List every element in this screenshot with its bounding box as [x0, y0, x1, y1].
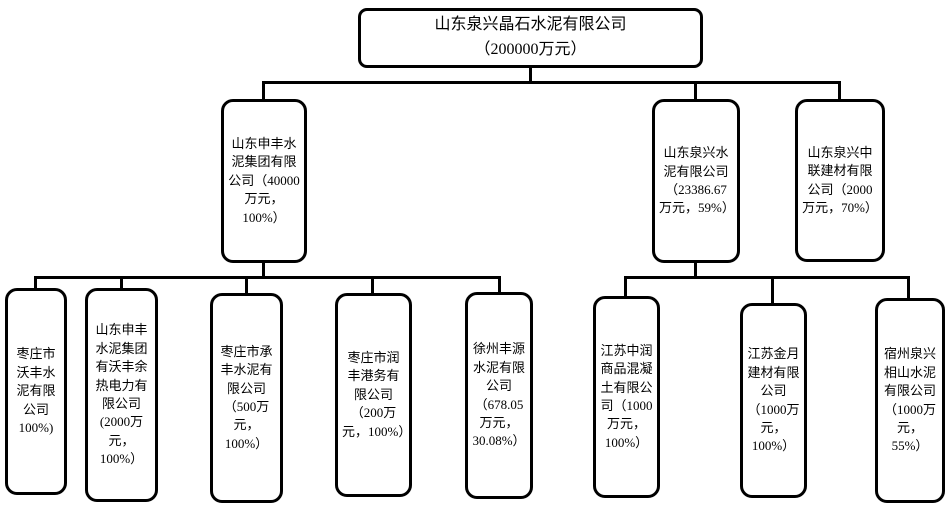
node-shenfeng-cement-group: 山东申丰水泥集团有限公司（40000万元，100%） [221, 99, 307, 263]
connector-root-stub [529, 66, 532, 83]
connector-shenfeng-stub [262, 261, 265, 278]
company-label: 江苏金月建材有限公司（1000万元，100%） [747, 346, 800, 454]
node-zhongrun-concrete: 江苏中润商品混凝土有限公司（1000万元，100%） [593, 296, 660, 498]
connector-drop-shenfeng [262, 81, 265, 101]
connector-quanxing-stub [694, 261, 697, 278]
connector-level2-bus [262, 81, 840, 84]
connector-drop-runfeng [371, 276, 374, 295]
connector-drop-zhonglian [838, 81, 841, 101]
connector-right-bus [624, 276, 910, 279]
connector-drop-jinyue [771, 276, 774, 305]
company-label: 枣庄市润丰港务有限公司（200万元，100%） [342, 349, 412, 439]
connector-drop-wofeng [34, 276, 37, 290]
node-jinyue-materials: 江苏金月建材有限公司（1000万元，100%） [740, 303, 807, 498]
company-label: 江苏中润商品混凝土有限公司（1000万元，100%） [600, 342, 653, 450]
connector-drop-zhongrun [624, 276, 627, 298]
node-chengfeng-cement: 枣庄市承丰水泥有限公司（500万元，100%） [210, 293, 283, 503]
node-root-quanxing-jingshi-cement: 山东泉兴晶石水泥有限公司 （200000万元） [358, 8, 703, 68]
company-label: 山东申丰水泥集团有限公司（40000万元，100%） [228, 135, 300, 225]
company-name: 山东泉兴晶石水泥有限公司 [434, 16, 627, 34]
connector-drop-xiangshan [907, 276, 910, 300]
connector-left-bus [34, 276, 501, 279]
node-fengyuan-cement: 徐州丰源水泥有限公司（678.05万元，30.08%） [465, 292, 533, 499]
company-capital: （200000万元） [474, 41, 587, 58]
node-xiangshan-cement: 宿州泉兴相山水泥有限公司（1000万元，55%） [875, 298, 945, 503]
node-runfeng-port: 枣庄市润丰港务有限公司（200万元，100%） [335, 293, 412, 497]
node-quanxing-zhonglian-materials: 山东泉兴中联建材有限公司（2000万元，70%） [795, 99, 885, 262]
node-quanxing-cement: 山东泉兴水泥有限公司（23386.67万元，59%） [652, 99, 740, 263]
connector-drop-fengyuan [498, 276, 501, 294]
company-label: 枣庄市沃丰水泥有限公司 100%) [16, 346, 56, 436]
company-label: 山东泉兴中联建材有限公司（2000万元，70%） [802, 144, 878, 215]
connector-drop-thermal [120, 276, 123, 290]
company-label: 山东申丰水泥集团有沃丰余热电力有限公司(2000万元，100%） [95, 322, 148, 467]
company-label: 枣庄市承丰水泥有限公司（500万元，100%） [220, 343, 273, 451]
company-label: 山东泉兴水泥有限公司（23386.67万元，59%） [659, 145, 735, 216]
connector-drop-quanxing [694, 81, 697, 101]
connector-drop-chengfeng [245, 276, 248, 295]
node-wofeng-cement: 枣庄市沃丰水泥有限公司 100%) [5, 288, 67, 495]
company-label: 徐州丰源水泥有限公司（678.05万元，30.08%） [472, 341, 526, 449]
node-shenfeng-wofeng-thermal-power: 山东申丰水泥集团有沃丰余热电力有限公司(2000万元，100%） [85, 288, 158, 502]
company-label: 宿州泉兴相山水泥有限公司（1000万元，55%） [883, 346, 936, 454]
